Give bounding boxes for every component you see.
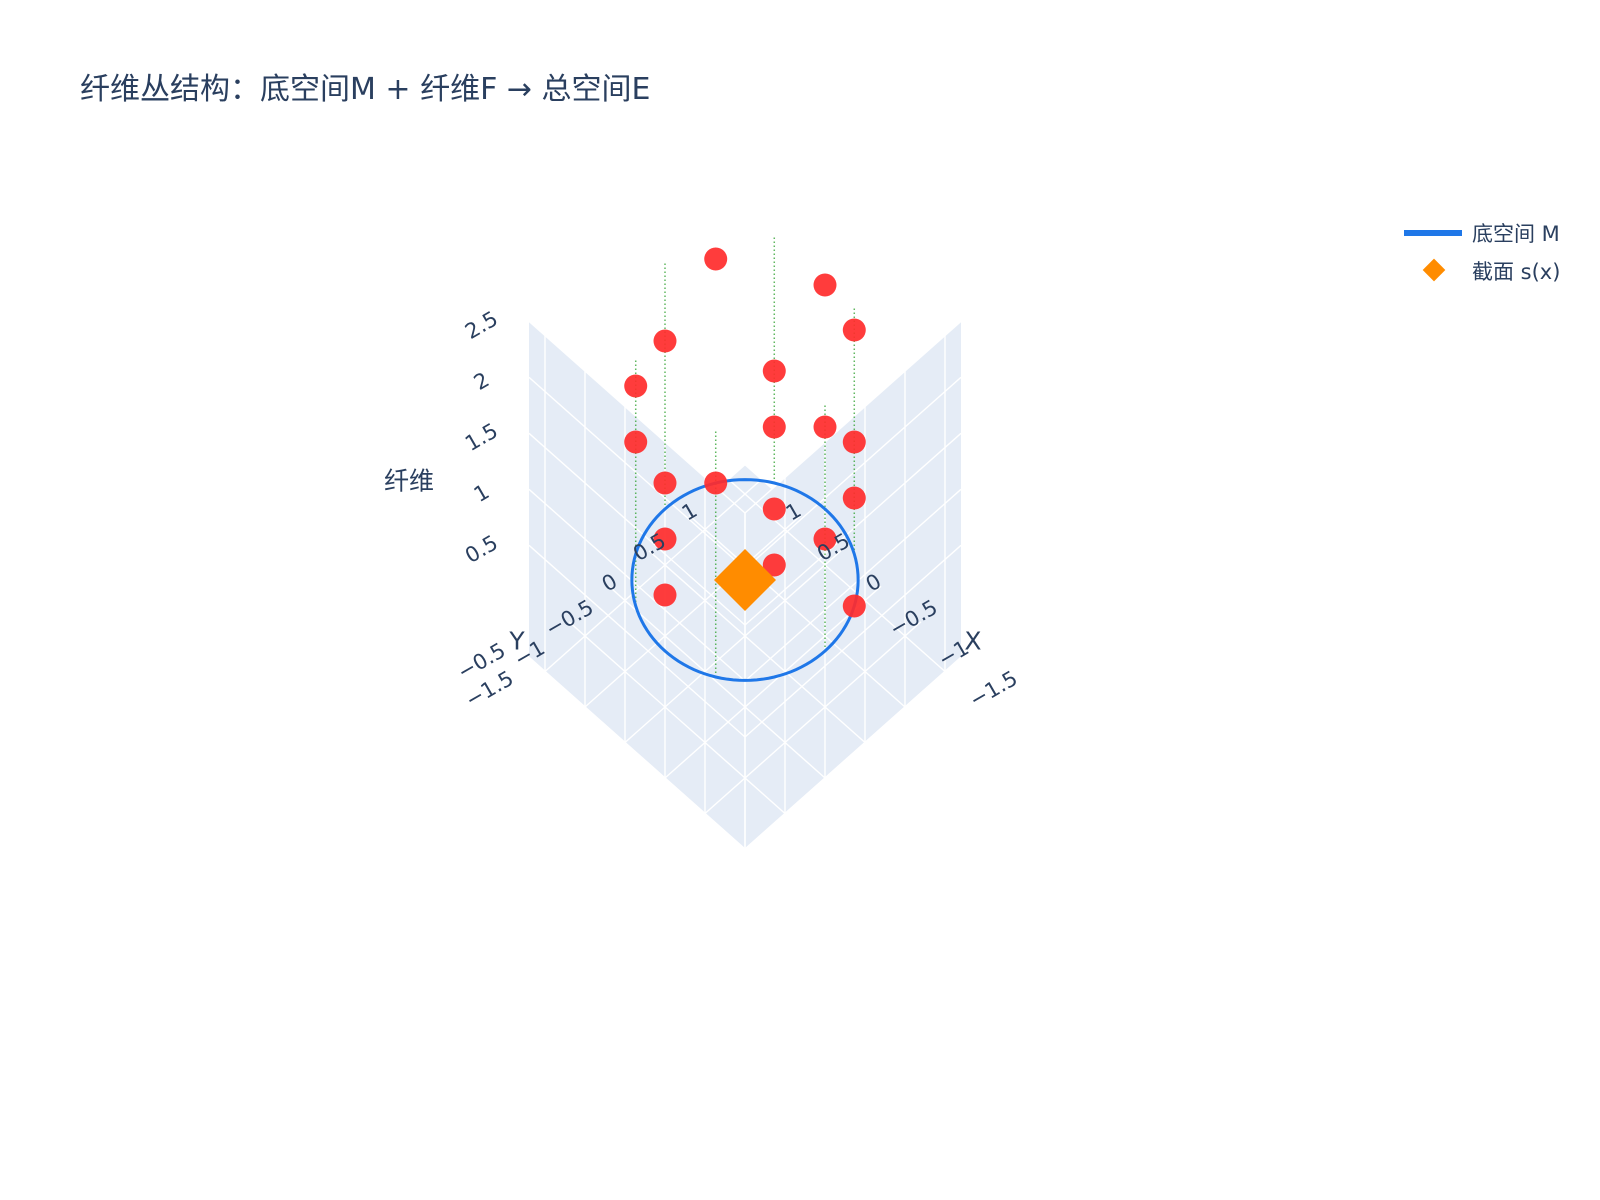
z-axis-title: 纤维 [384,466,434,495]
legend-item-base-space[interactable]: 底空间 M [1402,214,1560,252]
z-tick-label: 1 [470,480,494,507]
grid-x-line [544,479,762,673]
grid-y-line [608,585,826,779]
grid-z-line [744,376,962,570]
fiber-point [653,471,677,495]
grid-x-line [624,550,842,744]
legend-line-swatch [1402,221,1464,245]
fiber-point [762,359,786,383]
grid-z-line [528,656,746,850]
grid-z-line [744,320,962,514]
grid-y-line [688,514,906,708]
legend-label: 截面 s(x) [1472,260,1561,284]
fiber-point [842,318,866,342]
legend-diamond-swatch [1402,258,1464,283]
grid-y-line [648,550,866,744]
grid-z-line [744,544,962,738]
axis-titles: X Y 纤维 [384,466,982,655]
fiber-point [704,471,728,495]
grid-x-line [664,585,882,779]
chart-title: 纤维丛结构：底空间M + 纤维F → 总空间E [80,72,651,107]
fiber-point [624,374,648,398]
grid-z-line [528,488,746,682]
grid-x-line [584,514,802,708]
fiber-point [762,553,786,577]
grid-z-line [528,432,746,626]
grid-z-line [744,656,962,850]
legend-label: 底空间 M [1472,222,1560,246]
grid-z-line [528,376,746,570]
x-tick-label: −1.5 [965,666,1021,712]
fiber-point [842,430,866,454]
legend-item-section[interactable]: 截面 s(x) [1402,252,1560,290]
grid-y-line [568,621,786,815]
x-axis-title: X [964,626,981,655]
fiber-point [813,527,837,551]
z-tick-label: 1.5 [461,418,502,455]
fiber-point [624,430,648,454]
fiber-point [842,486,866,510]
base-space-line [630,478,860,682]
y-axis-title: Y [508,626,525,655]
fiber-point [813,273,837,297]
section-markers [714,549,776,611]
section-marker [714,549,776,611]
fiber-point [653,329,677,353]
fiber-point [653,527,677,551]
legend: 底空间 M 截面 s(x) [1402,214,1560,290]
fiber-point [762,497,786,521]
fiber-points [624,247,866,618]
z-tick-label: 2 [470,368,494,395]
fiber-point [842,594,866,618]
fiber-point [762,415,786,439]
grid-z-line [744,488,962,682]
base-space-circle [630,478,860,682]
fiber-point [704,247,728,271]
fiber-point [813,415,837,439]
z-tick-label: 0.5 [461,530,502,567]
grid-z-line [528,544,746,738]
grid-x-line [704,621,922,815]
z-tick-label: 2.5 [461,306,502,343]
fiber-point [653,583,677,607]
grid-z-line [744,432,962,626]
